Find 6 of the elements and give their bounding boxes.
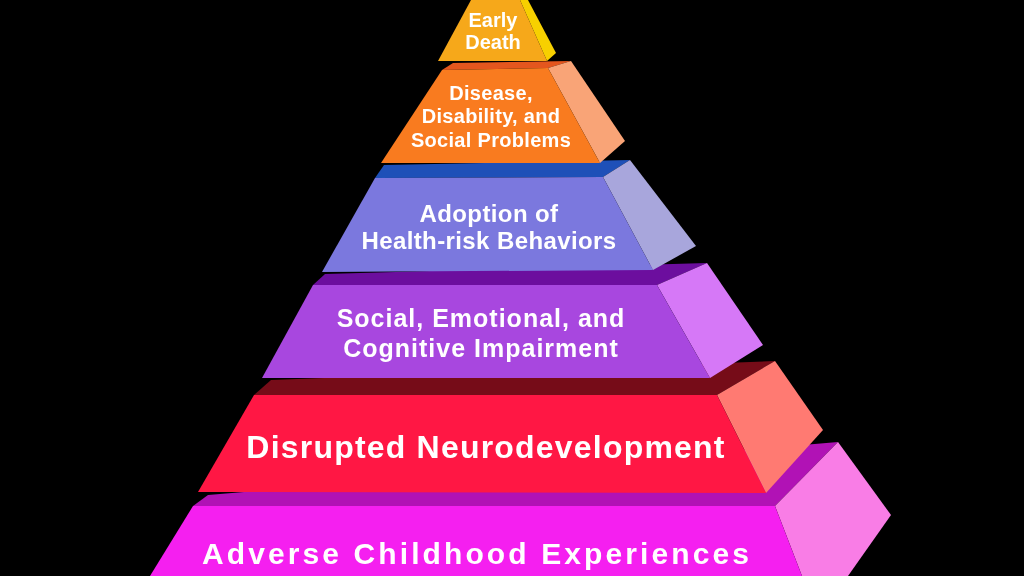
- tier-label: Social, Emotional, and Cognitive Impairment: [335, 303, 627, 363]
- tier-label: Adoption of Health-risk Behaviors: [360, 200, 618, 254]
- tier-label: Early Death: [464, 9, 522, 53]
- tier-label: Disrupted Neurodevelopment: [245, 429, 727, 465]
- tier-label: Adverse Childhood Experiences: [200, 537, 754, 571]
- tier-label: Disease, Disability, and Social Problems: [409, 82, 573, 152]
